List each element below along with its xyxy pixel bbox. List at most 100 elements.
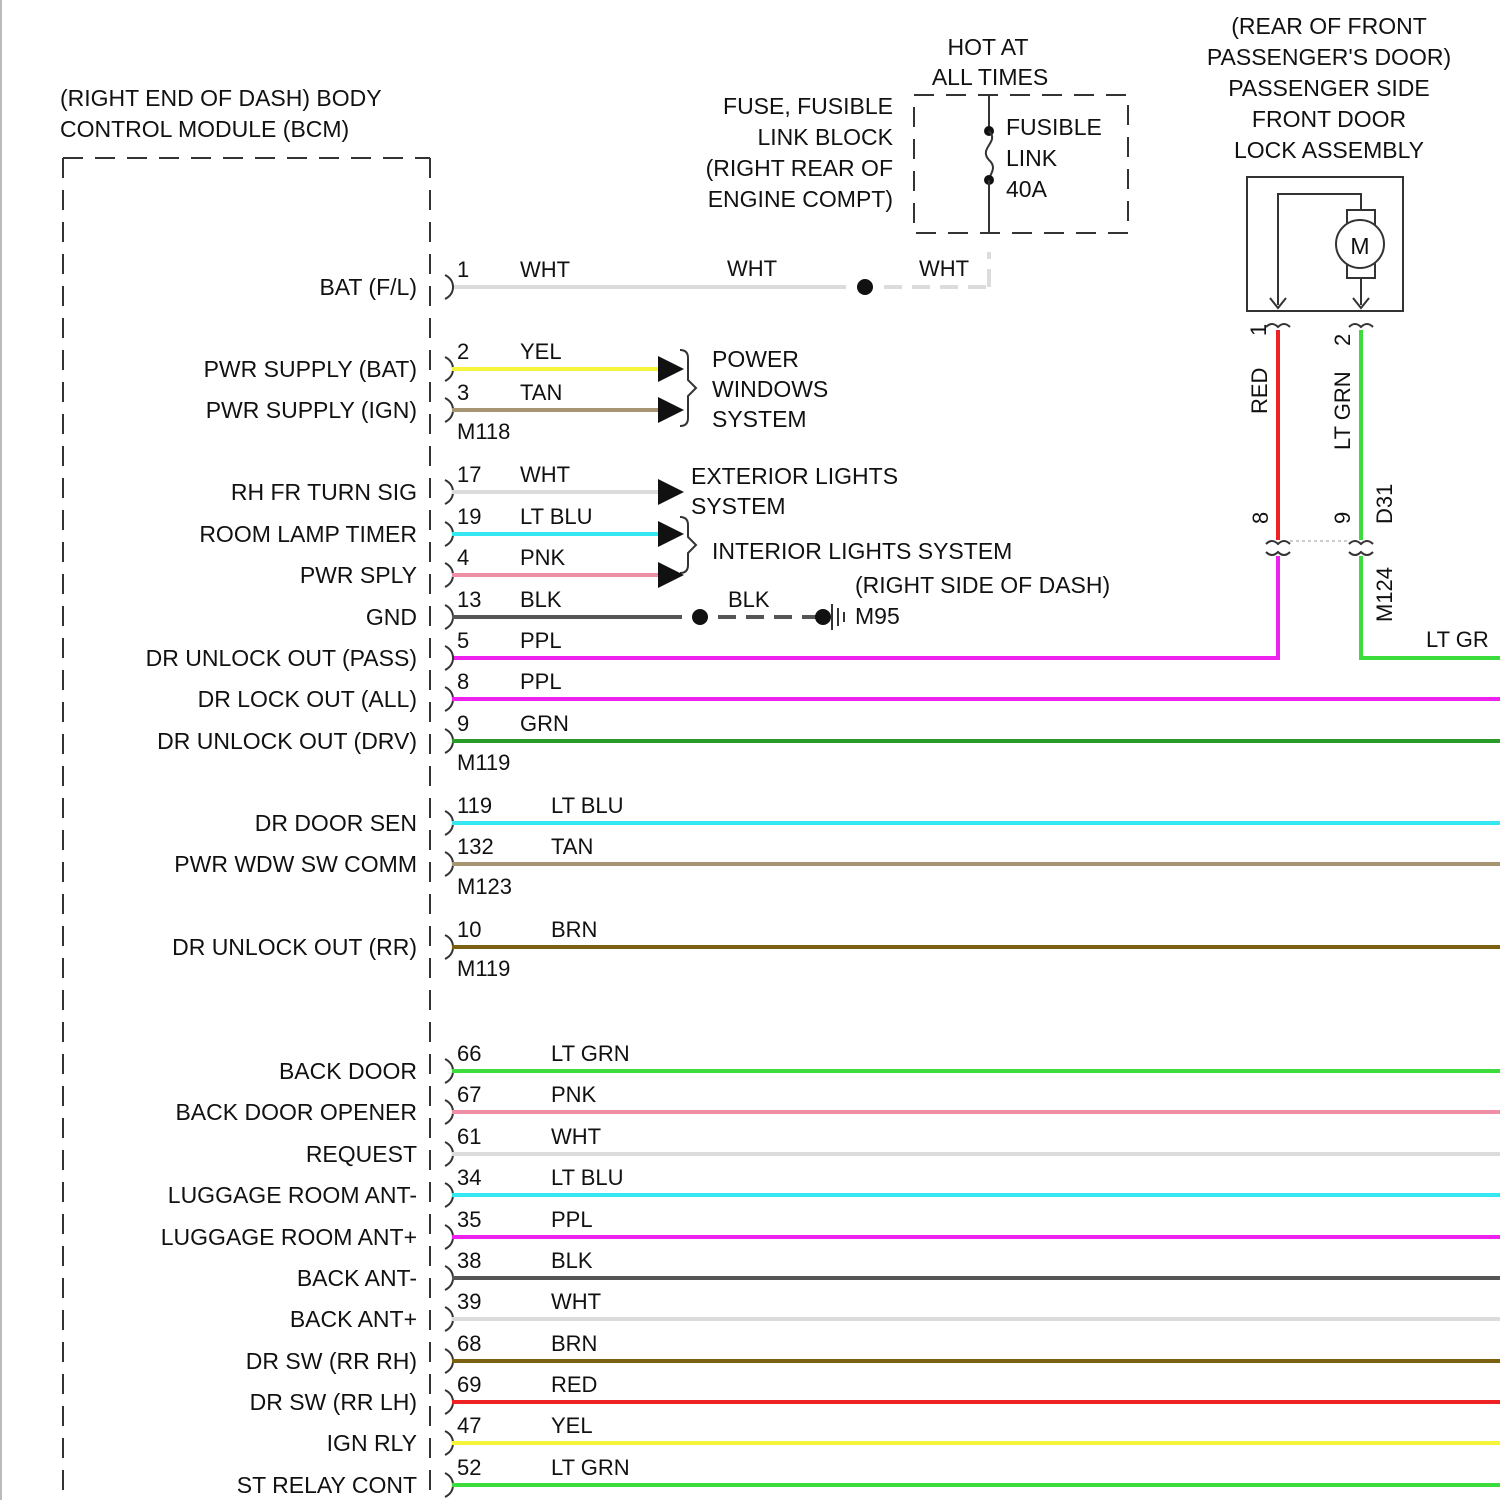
pin-bracket [445,1473,453,1497]
pin-bracket [445,1349,453,1373]
pin-bracket [445,1142,453,1166]
circuit-wire-color-label: WHT [551,1289,601,1314]
circuit-function-label: DR UNLOCK OUT (DRV) [157,728,417,754]
circuit-pin-number: 5 [457,628,469,653]
circuit-wire-color-label: GRN [520,711,569,736]
wire-color-lt-grn: LT GRN [1330,371,1355,450]
circuit-function-label: DR LOCK OUT (ALL) [198,686,417,712]
circuit-pin-number: 9 [457,711,469,736]
fusible-link-rating: 40A [1006,176,1048,202]
pin-bracket [445,811,453,835]
pin-bracket [445,275,453,299]
circuit-wire-color-label: WHT [520,257,570,282]
circuit-wire-color-label: BLK [551,1248,593,1273]
circuit-function-label: RH FR TURN SIG [231,479,417,505]
inline-pin-8: 8 [1248,512,1273,524]
pin-bracket [445,1266,453,1290]
circuit-function-label: BACK DOOR [279,1058,417,1084]
circuit-wire-color-label: LT GRN [551,1455,630,1480]
circuit-pin-number: 17 [457,462,481,487]
circuit-pin-number: 119 [457,793,492,818]
circuit-wire-color-label: YEL [520,339,562,364]
circuit-function-label: DR SW (RR RH) [246,1348,417,1374]
power-windows-label-2: WINDOWS [712,376,828,402]
inline-connector-d31 [1266,541,1373,555]
circuit-arrow [658,521,684,547]
circuit-wire-color-label: LT BLU [551,793,624,818]
circuit-pin-number: 61 [457,1124,481,1149]
door-lock-title-2: PASSENGER'S DOOR) [1207,44,1451,70]
circuit-function-label: LUGGAGE ROOM ANT+ [161,1224,417,1250]
circuit-function-label: ROOM LAMP TIMER [199,521,417,547]
pin-bracket [445,852,453,876]
circuit-pin-number: 67 [457,1082,481,1107]
circuit-wire-color-label: PPL [551,1207,593,1232]
circuit-wire-color-label: BRN [551,1331,597,1356]
circuit-wire-color-label: TAN [520,380,562,405]
fuse-block-title-2: LINK BLOCK [758,124,894,150]
circuit-function-label: BAT (F/L) [319,274,417,300]
circuit-pin-number: 2 [457,339,469,364]
circuit-pin-number: 69 [457,1372,481,1397]
pin-bracket [445,1100,453,1124]
exterior-lights-label-1: EXTERIOR LIGHTS [691,463,898,489]
circuit-pin-number: 66 [457,1041,481,1066]
pin-bracket [445,522,453,546]
pin-bracket [445,1059,453,1083]
door-lock-title-4: FRONT DOOR [1252,106,1406,132]
circuit-pin-number: 132 [457,834,494,859]
pin-bracket [445,1225,453,1249]
circuit-pin-number: 39 [457,1289,481,1314]
circuit-function-label: ST RELAY CONT [237,1472,417,1498]
circuit-pin-number: 35 [457,1207,481,1232]
door-lock-title-3: PASSENGER SIDE [1228,75,1430,101]
pin-bracket [445,1390,453,1414]
interior-lights-brace [680,517,696,573]
door-pin-1: 1 [1246,324,1271,336]
fusible-link-label-2: LINK [1006,145,1058,171]
circuit-wire-color-label: LT BLU [551,1165,624,1190]
door-pin-2: 2 [1330,334,1355,346]
circuit-function-label: PWR SUPPLY (IGN) [206,397,417,423]
wht-label-right: WHT [919,256,969,281]
circuit-function-label: BACK ANT+ [290,1306,417,1332]
inline-pin-9: 9 [1330,512,1355,524]
circuit-function-label: IGN RLY [327,1430,417,1456]
circuit-arrow [658,356,684,382]
bcm-title-line-2: CONTROL MODULE (BCM) [60,116,349,142]
circuit-wire-color-label: YEL [551,1413,593,1438]
ground-splice-dot [692,609,708,625]
pin-bracket [445,398,453,422]
circuit-wire-color-label: RED [551,1372,597,1397]
ground-id: M95 [855,603,900,629]
circuit-function-label: BACK DOOR OPENER [175,1099,417,1125]
pin-bracket [445,729,453,753]
connector-d31-label: D31 [1372,484,1397,524]
circuit-pin-number: 13 [457,587,481,612]
ground-icon [832,604,844,630]
lt-grn-out-label: LT GR [1426,627,1489,652]
circuit-function-label: PWR WDW SW COMM [174,851,417,877]
circuit-arrow [658,562,684,588]
circuit-wire-color-label: PPL [520,669,562,694]
pin-bracket [445,563,453,587]
pin-bracket [445,687,453,711]
circuit-function-label: GND [366,604,417,630]
circuit-pin-number: 38 [457,1248,481,1273]
fuse-block-title-3: (RIGHT REAR OF [706,155,893,181]
interior-lights-label: INTERIOR LIGHTS SYSTEM [712,538,1012,564]
circuit-arrow [658,479,684,505]
pin-bracket [445,1183,453,1207]
svg-text:M: M [1350,233,1369,259]
pin-bracket [445,646,453,670]
circuit-function-label: PWR SUPPLY (BAT) [204,356,417,382]
circuit-wire-color-label: PPL [520,628,562,653]
pin-bracket [445,935,453,959]
circuit-wire-color-label: BRN [551,917,597,942]
door-lock-title-1: (REAR OF FRONT [1231,13,1427,39]
connector-label: M119 [457,956,510,981]
fusible-link-symbol [984,95,994,233]
power-windows-brace [680,350,696,426]
connector-m124-label: M124 [1372,567,1397,622]
